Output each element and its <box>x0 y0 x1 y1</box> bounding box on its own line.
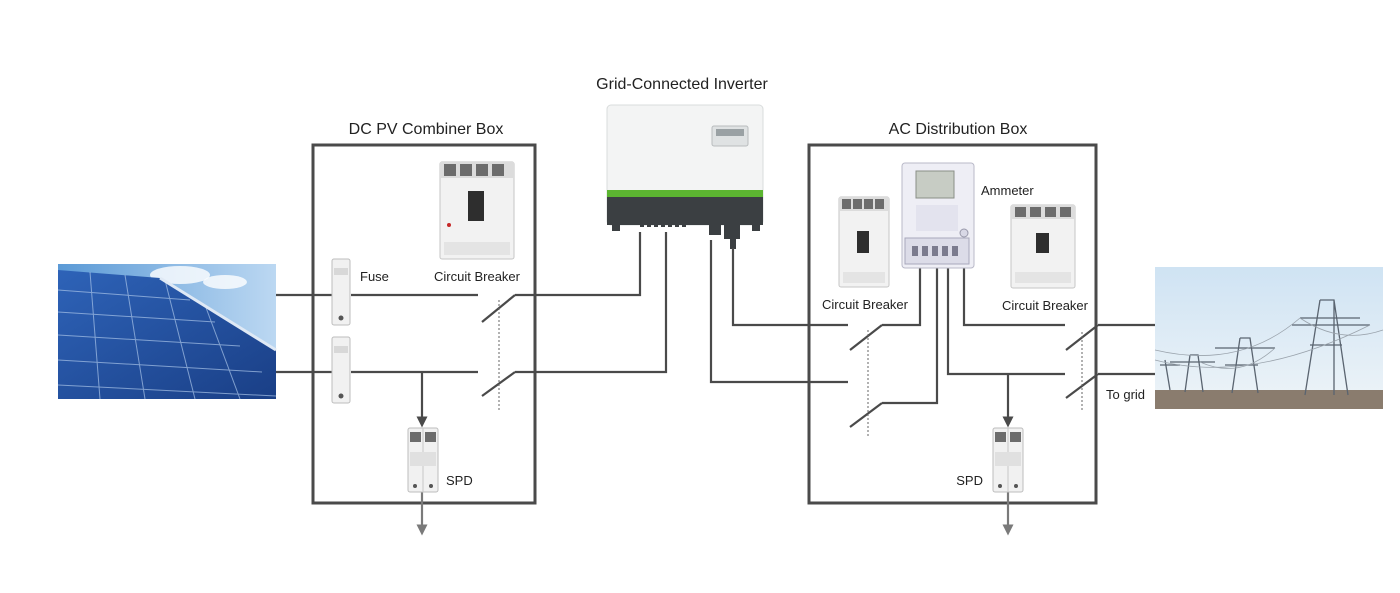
dc-circuit-breaker <box>439 161 515 260</box>
ac-circuit-breaker-right <box>1010 204 1076 289</box>
ammeter-label: Ammeter <box>981 183 1034 198</box>
ac-spd-label: SPD <box>956 473 983 488</box>
grid-connected-inverter <box>606 104 764 249</box>
inverter-title: Grid-Connected Inverter <box>596 76 768 93</box>
fuse-bottom <box>331 336 351 404</box>
ac-spd <box>992 427 1024 493</box>
ac-wiring <box>709 240 1155 536</box>
dc-wiring <box>276 232 668 536</box>
solar-panel-icon <box>57 264 277 400</box>
dc-spd <box>407 427 439 493</box>
ac-circuit-breaker-left <box>838 196 890 288</box>
fuse-top <box>331 258 351 326</box>
dc-combiner-box <box>311 143 537 505</box>
dc-spd-label: SPD <box>446 473 473 488</box>
dc-breaker-label: Circuit Breaker <box>434 269 521 284</box>
ac-breaker-left-label: Circuit Breaker <box>822 297 909 312</box>
fuse-label: Fuse <box>360 269 389 284</box>
ammeter <box>901 162 975 269</box>
dc-box-title: DC PV Combiner Box <box>349 121 504 138</box>
to-grid-label: To grid <box>1106 387 1145 402</box>
ac-box-title: AC Distribution Box <box>889 121 1028 138</box>
ac-breaker-right-label: Circuit Breaker <box>1002 298 1089 313</box>
power-tower-icon <box>1154 267 1384 409</box>
